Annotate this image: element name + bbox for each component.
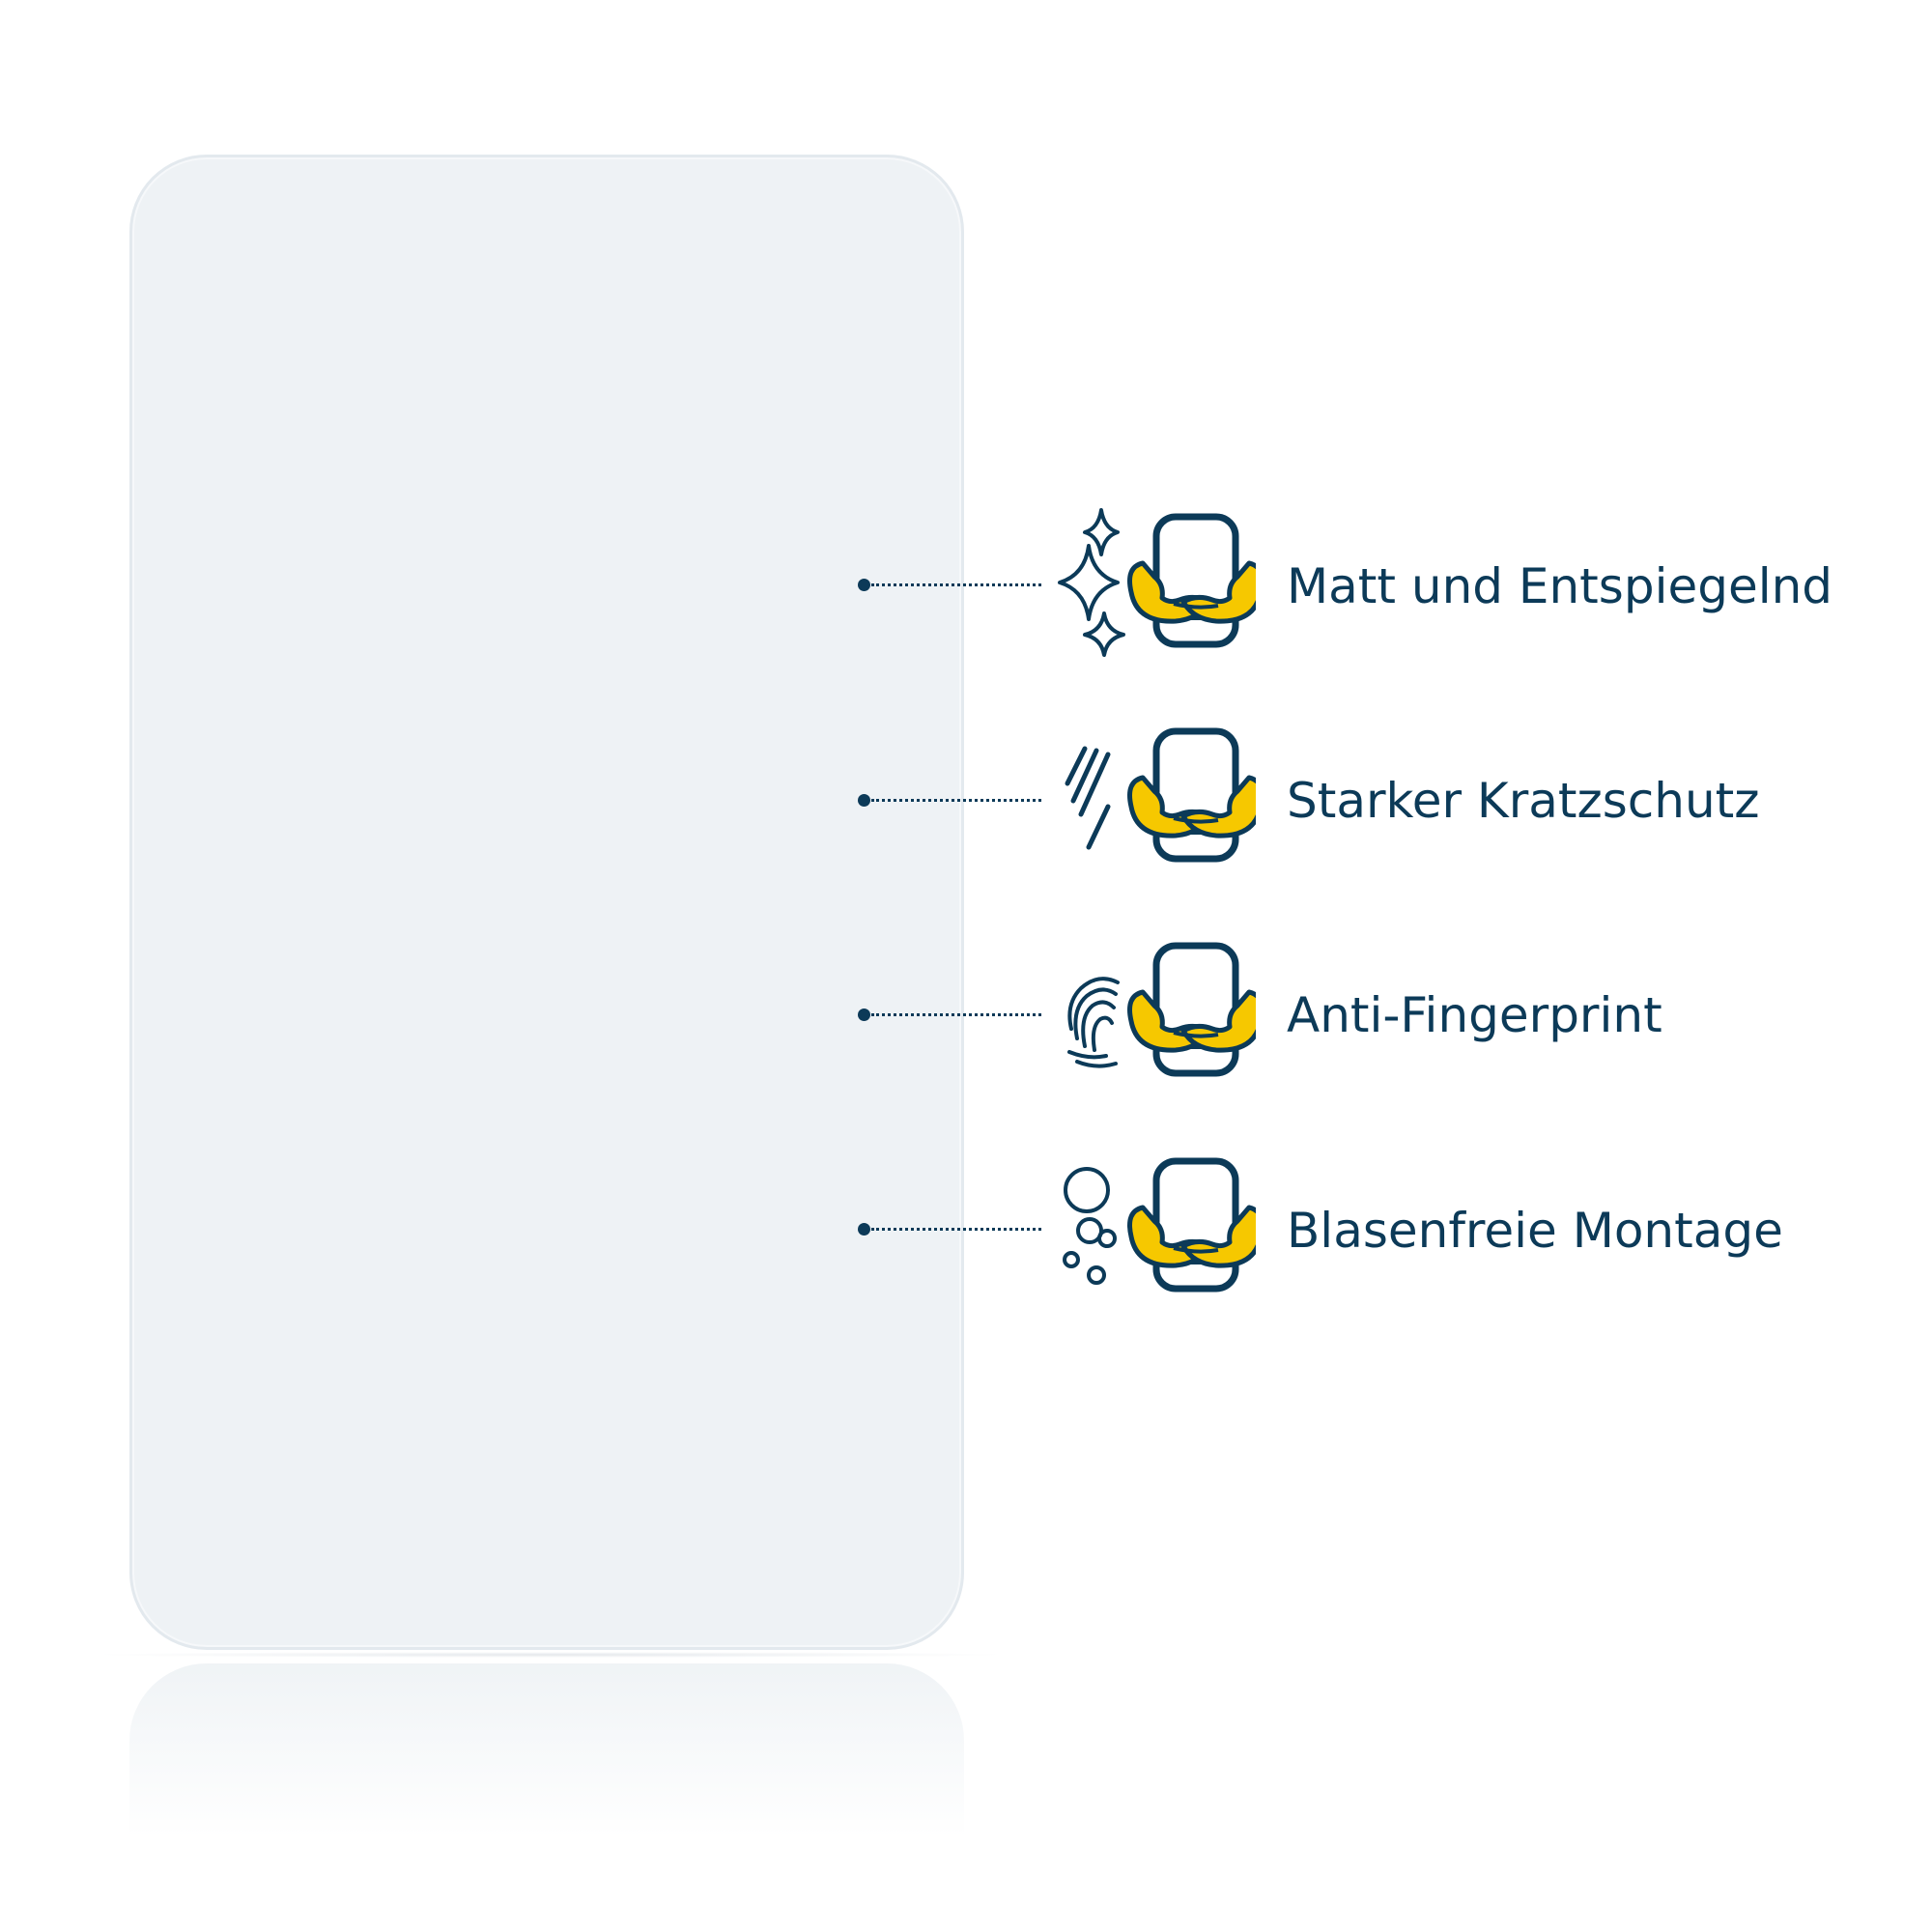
callout-dot xyxy=(858,1009,870,1021)
callout-line xyxy=(871,1013,1041,1016)
feature-label: Blasenfreie Montage xyxy=(1287,1203,1783,1259)
sparkle-icon xyxy=(1048,507,1264,662)
feature-label: Anti-Fingerprint xyxy=(1287,987,1662,1043)
callout-line xyxy=(871,799,1041,802)
panel-reflection xyxy=(129,1663,964,1837)
scratch-lines-icon xyxy=(1048,722,1264,876)
feature-scratch-protection: Starker Kratzschutz xyxy=(0,722,1932,876)
callout-line xyxy=(871,1228,1041,1231)
panel-shadow xyxy=(87,1652,1014,1658)
bubbles-icon xyxy=(1048,1151,1264,1306)
callout-dot xyxy=(858,1223,870,1236)
feature-label: Matt und Entspiegelnd xyxy=(1287,558,1833,614)
feature-bubble-free: Blasenfreie Montage xyxy=(0,1151,1932,1306)
feature-matte: Matt und Entspiegelnd xyxy=(0,507,1932,662)
callout-dot xyxy=(858,579,870,591)
screen-protector-panel xyxy=(129,155,964,1650)
fingerprint-icon xyxy=(1048,936,1264,1091)
callout-line xyxy=(871,583,1041,586)
feature-anti-fingerprint: Anti-Fingerprint xyxy=(0,936,1932,1091)
callout-dot xyxy=(858,794,870,807)
feature-label: Starker Kratzschutz xyxy=(1287,773,1760,829)
